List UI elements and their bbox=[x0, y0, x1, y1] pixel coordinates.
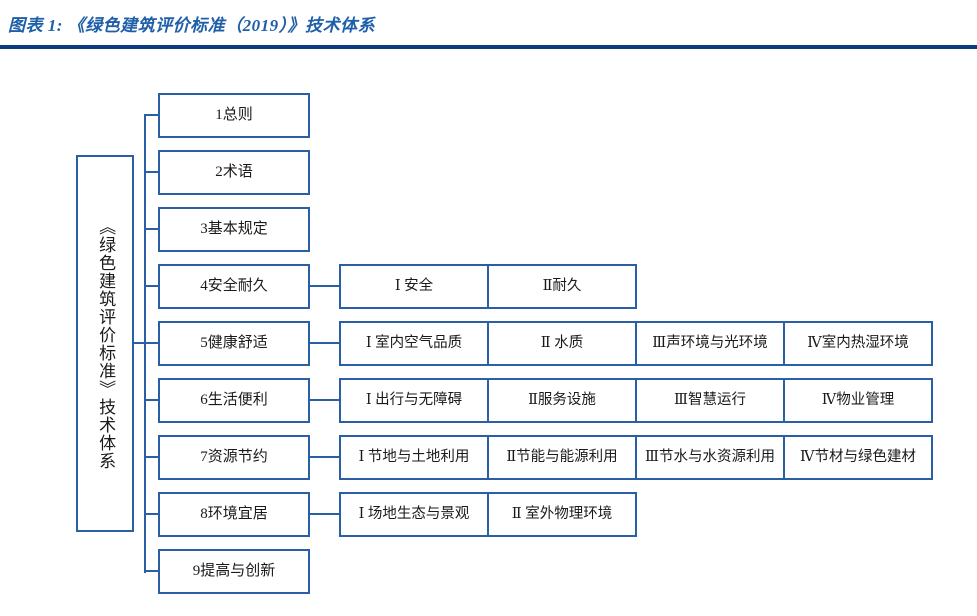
subsection-box[interactable]: Ⅰ 场地生态与景观 bbox=[339, 492, 489, 537]
connector-chapter-5-to-subsections bbox=[310, 342, 339, 344]
title-divider bbox=[0, 45, 977, 49]
chapter-label: 7资源节约 bbox=[200, 449, 268, 466]
connector-trunk-to-chapter-4 bbox=[144, 285, 160, 287]
subsection-row-7: Ⅰ 节地与土地利用 Ⅱ节能与能源利用 Ⅲ节水与水资源利用 Ⅳ节材与绿色建材 bbox=[339, 435, 933, 480]
figure-title: 图表 1: 《绿色建筑评价标准（2019）》技术体系 bbox=[8, 16, 376, 35]
connector-chapter-6-to-subsections bbox=[310, 399, 339, 401]
root-node-label: 《绿色建筑评价标准》技术体系 bbox=[96, 217, 116, 470]
subsection-box[interactable]: Ⅳ物业管理 bbox=[783, 378, 933, 423]
chapter-label: 5健康舒适 bbox=[200, 335, 268, 352]
subsection-label: Ⅰ 室内空气品质 bbox=[365, 335, 463, 352]
connector-trunk-to-chapter-1 bbox=[144, 114, 160, 116]
connector-trunk-to-chapter-7 bbox=[144, 456, 160, 458]
chapter-box-9[interactable]: 9提高与创新 bbox=[158, 549, 310, 594]
chapter-label: 8环境宜居 bbox=[200, 506, 268, 523]
subsection-label: Ⅳ物业管理 bbox=[821, 392, 895, 409]
connector-trunk-to-chapter-5 bbox=[144, 342, 160, 344]
subsection-label: Ⅱ节能与能源利用 bbox=[506, 449, 618, 466]
subsection-box[interactable]: Ⅰ 出行与无障碍 bbox=[339, 378, 489, 423]
subsection-label: Ⅲ声环境与光环境 bbox=[652, 335, 768, 352]
connector-chapter-8-to-subsections bbox=[310, 513, 339, 515]
chapter-box-5[interactable]: 5健康舒适 bbox=[158, 321, 310, 366]
subsection-label: Ⅲ节水与水资源利用 bbox=[645, 449, 775, 466]
connector-trunk-to-chapter-6 bbox=[144, 399, 160, 401]
subsection-label: Ⅱ 水质 bbox=[540, 335, 584, 352]
chapter-box-3[interactable]: 3基本规定 bbox=[158, 207, 310, 252]
subsection-box[interactable]: Ⅰ 室内空气品质 bbox=[339, 321, 489, 366]
subsection-box[interactable]: Ⅱ服务设施 bbox=[487, 378, 637, 423]
subsection-row-5: Ⅰ 室内空气品质 Ⅱ 水质 Ⅲ声环境与光环境 Ⅳ室内热湿环境 bbox=[339, 321, 933, 366]
chapter-box-2[interactable]: 2术语 bbox=[158, 150, 310, 195]
subsection-box[interactable]: Ⅱ 室外物理环境 bbox=[487, 492, 637, 537]
subsection-label: Ⅱ服务设施 bbox=[528, 392, 596, 409]
subsection-box[interactable]: Ⅰ 节地与土地利用 bbox=[339, 435, 489, 480]
subsection-box[interactable]: Ⅱ 水质 bbox=[487, 321, 637, 366]
subsection-row-4: Ⅰ 安全 Ⅱ耐久 bbox=[339, 264, 637, 309]
connector-trunk-to-chapter-9 bbox=[144, 570, 160, 572]
chapter-box-7[interactable]: 7资源节约 bbox=[158, 435, 310, 480]
subsection-box[interactable]: Ⅲ智慧运行 bbox=[635, 378, 785, 423]
connector-trunk-to-chapter-2 bbox=[144, 171, 160, 173]
subsection-box[interactable]: Ⅱ节能与能源利用 bbox=[487, 435, 637, 480]
subsection-box[interactable]: Ⅱ耐久 bbox=[487, 264, 637, 309]
subsection-box[interactable]: Ⅲ节水与水资源利用 bbox=[635, 435, 785, 480]
subsection-label: Ⅰ 安全 bbox=[394, 278, 434, 295]
subsection-label: Ⅰ 出行与无障碍 bbox=[365, 392, 463, 409]
subsection-box[interactable]: Ⅳ节材与绿色建材 bbox=[783, 435, 933, 480]
chapter-box-1[interactable]: 1总则 bbox=[158, 93, 310, 138]
subsection-label: Ⅰ 节地与土地利用 bbox=[358, 449, 470, 466]
connector-chapter-7-to-subsections bbox=[310, 456, 339, 458]
subsection-row-6: Ⅰ 出行与无障碍 Ⅱ服务设施 Ⅲ智慧运行 Ⅳ物业管理 bbox=[339, 378, 933, 423]
subsection-label: Ⅳ节材与绿色建材 bbox=[800, 449, 916, 466]
subsection-box[interactable]: Ⅰ 安全 bbox=[339, 264, 489, 309]
connector-trunk-to-chapter-8 bbox=[144, 513, 160, 515]
subsection-box[interactable]: Ⅳ室内热湿环境 bbox=[783, 321, 933, 366]
subsection-label: Ⅲ智慧运行 bbox=[674, 392, 746, 409]
subsection-label: Ⅳ室内热湿环境 bbox=[807, 335, 909, 352]
subsection-label: Ⅰ 场地生态与景观 bbox=[358, 506, 470, 523]
subsection-label: Ⅱ 室外物理环境 bbox=[511, 506, 613, 523]
connector-root-to-trunk bbox=[134, 342, 146, 344]
chapter-box-8[interactable]: 8环境宜居 bbox=[158, 492, 310, 537]
subsection-row-8: Ⅰ 场地生态与景观 Ⅱ 室外物理环境 bbox=[339, 492, 637, 537]
chapter-label: 2术语 bbox=[215, 164, 253, 181]
root-node: 《绿色建筑评价标准》技术体系 bbox=[76, 155, 134, 532]
connector-trunk bbox=[144, 115, 146, 573]
chapter-box-4[interactable]: 4安全耐久 bbox=[158, 264, 310, 309]
subsection-label: Ⅱ耐久 bbox=[542, 278, 582, 295]
subsection-box[interactable]: Ⅲ声环境与光环境 bbox=[635, 321, 785, 366]
chapter-label: 4安全耐久 bbox=[200, 278, 268, 295]
chapter-label: 6生活便利 bbox=[200, 392, 268, 409]
chapter-label: 1总则 bbox=[215, 107, 253, 124]
connector-trunk-to-chapter-3 bbox=[144, 228, 160, 230]
chapter-box-6[interactable]: 6生活便利 bbox=[158, 378, 310, 423]
chapter-label: 9提高与创新 bbox=[192, 563, 276, 580]
chapter-label: 3基本规定 bbox=[200, 221, 268, 238]
connector-chapter-4-to-subsections bbox=[310, 285, 339, 287]
